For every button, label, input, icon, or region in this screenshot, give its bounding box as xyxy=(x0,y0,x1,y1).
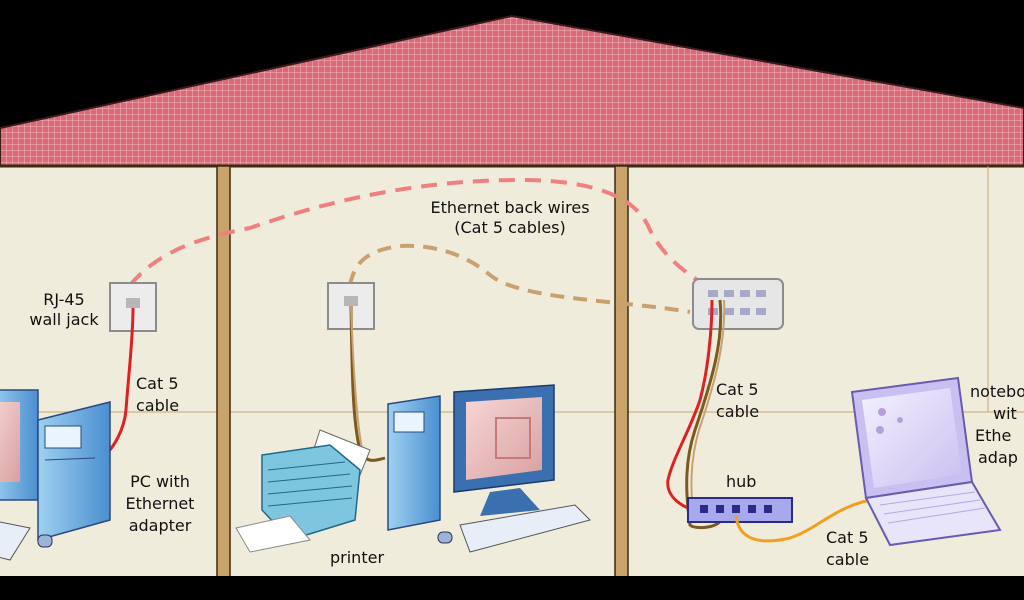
cat5-cable-hub-notebook xyxy=(734,496,881,543)
ethernet-back-wires-label: Ethernet back wires xyxy=(430,198,590,217)
notebook-label-line1: notebo xyxy=(970,382,1024,401)
pc-label-line3: adapter xyxy=(128,516,192,535)
cat5-cable-left xyxy=(106,307,135,454)
cat5-left-label-line1: Cat 5 xyxy=(136,374,179,393)
patch-panel xyxy=(692,278,784,330)
cat5-right-label-line2: cable xyxy=(716,402,760,421)
pc-label-line1: PC with xyxy=(130,472,190,491)
pc-middle xyxy=(387,384,591,553)
cat5-cable-middle xyxy=(349,305,386,462)
cat5-hub-label-line1: Cat 5 xyxy=(826,528,869,547)
hub-label: hub xyxy=(726,472,757,491)
printer-label: printer xyxy=(330,548,385,567)
notebook-computer xyxy=(850,376,1002,547)
cat5-left-label-line2: cable xyxy=(136,396,180,415)
pc-left xyxy=(0,389,111,561)
cat5-cable-right-brown xyxy=(685,299,724,530)
ethernet-back-wire-red-dashed xyxy=(128,177,707,287)
cat5-hub-label-line2: cable xyxy=(826,550,870,569)
ethernet-back-wire-tan-dashed xyxy=(348,243,691,314)
notebook-label-line3: Ethe xyxy=(975,426,1012,445)
pc-label-line2: Ethernet xyxy=(125,494,195,513)
hub xyxy=(687,497,793,523)
cat5-cable-right-red xyxy=(666,299,714,514)
notebook-label-line2: wit xyxy=(993,404,1017,423)
roof xyxy=(0,14,1024,167)
rj45-label: RJ-45 xyxy=(43,290,85,309)
wall-jack-label: wall jack xyxy=(29,310,99,329)
cat5-right-label-line1: Cat 5 xyxy=(716,380,759,399)
printer xyxy=(235,429,371,553)
notebook-label-line4: adap xyxy=(978,448,1018,467)
cat5-cables-label: (Cat 5 cables) xyxy=(454,218,566,237)
wall-beams xyxy=(216,165,989,579)
floor xyxy=(0,576,1024,600)
